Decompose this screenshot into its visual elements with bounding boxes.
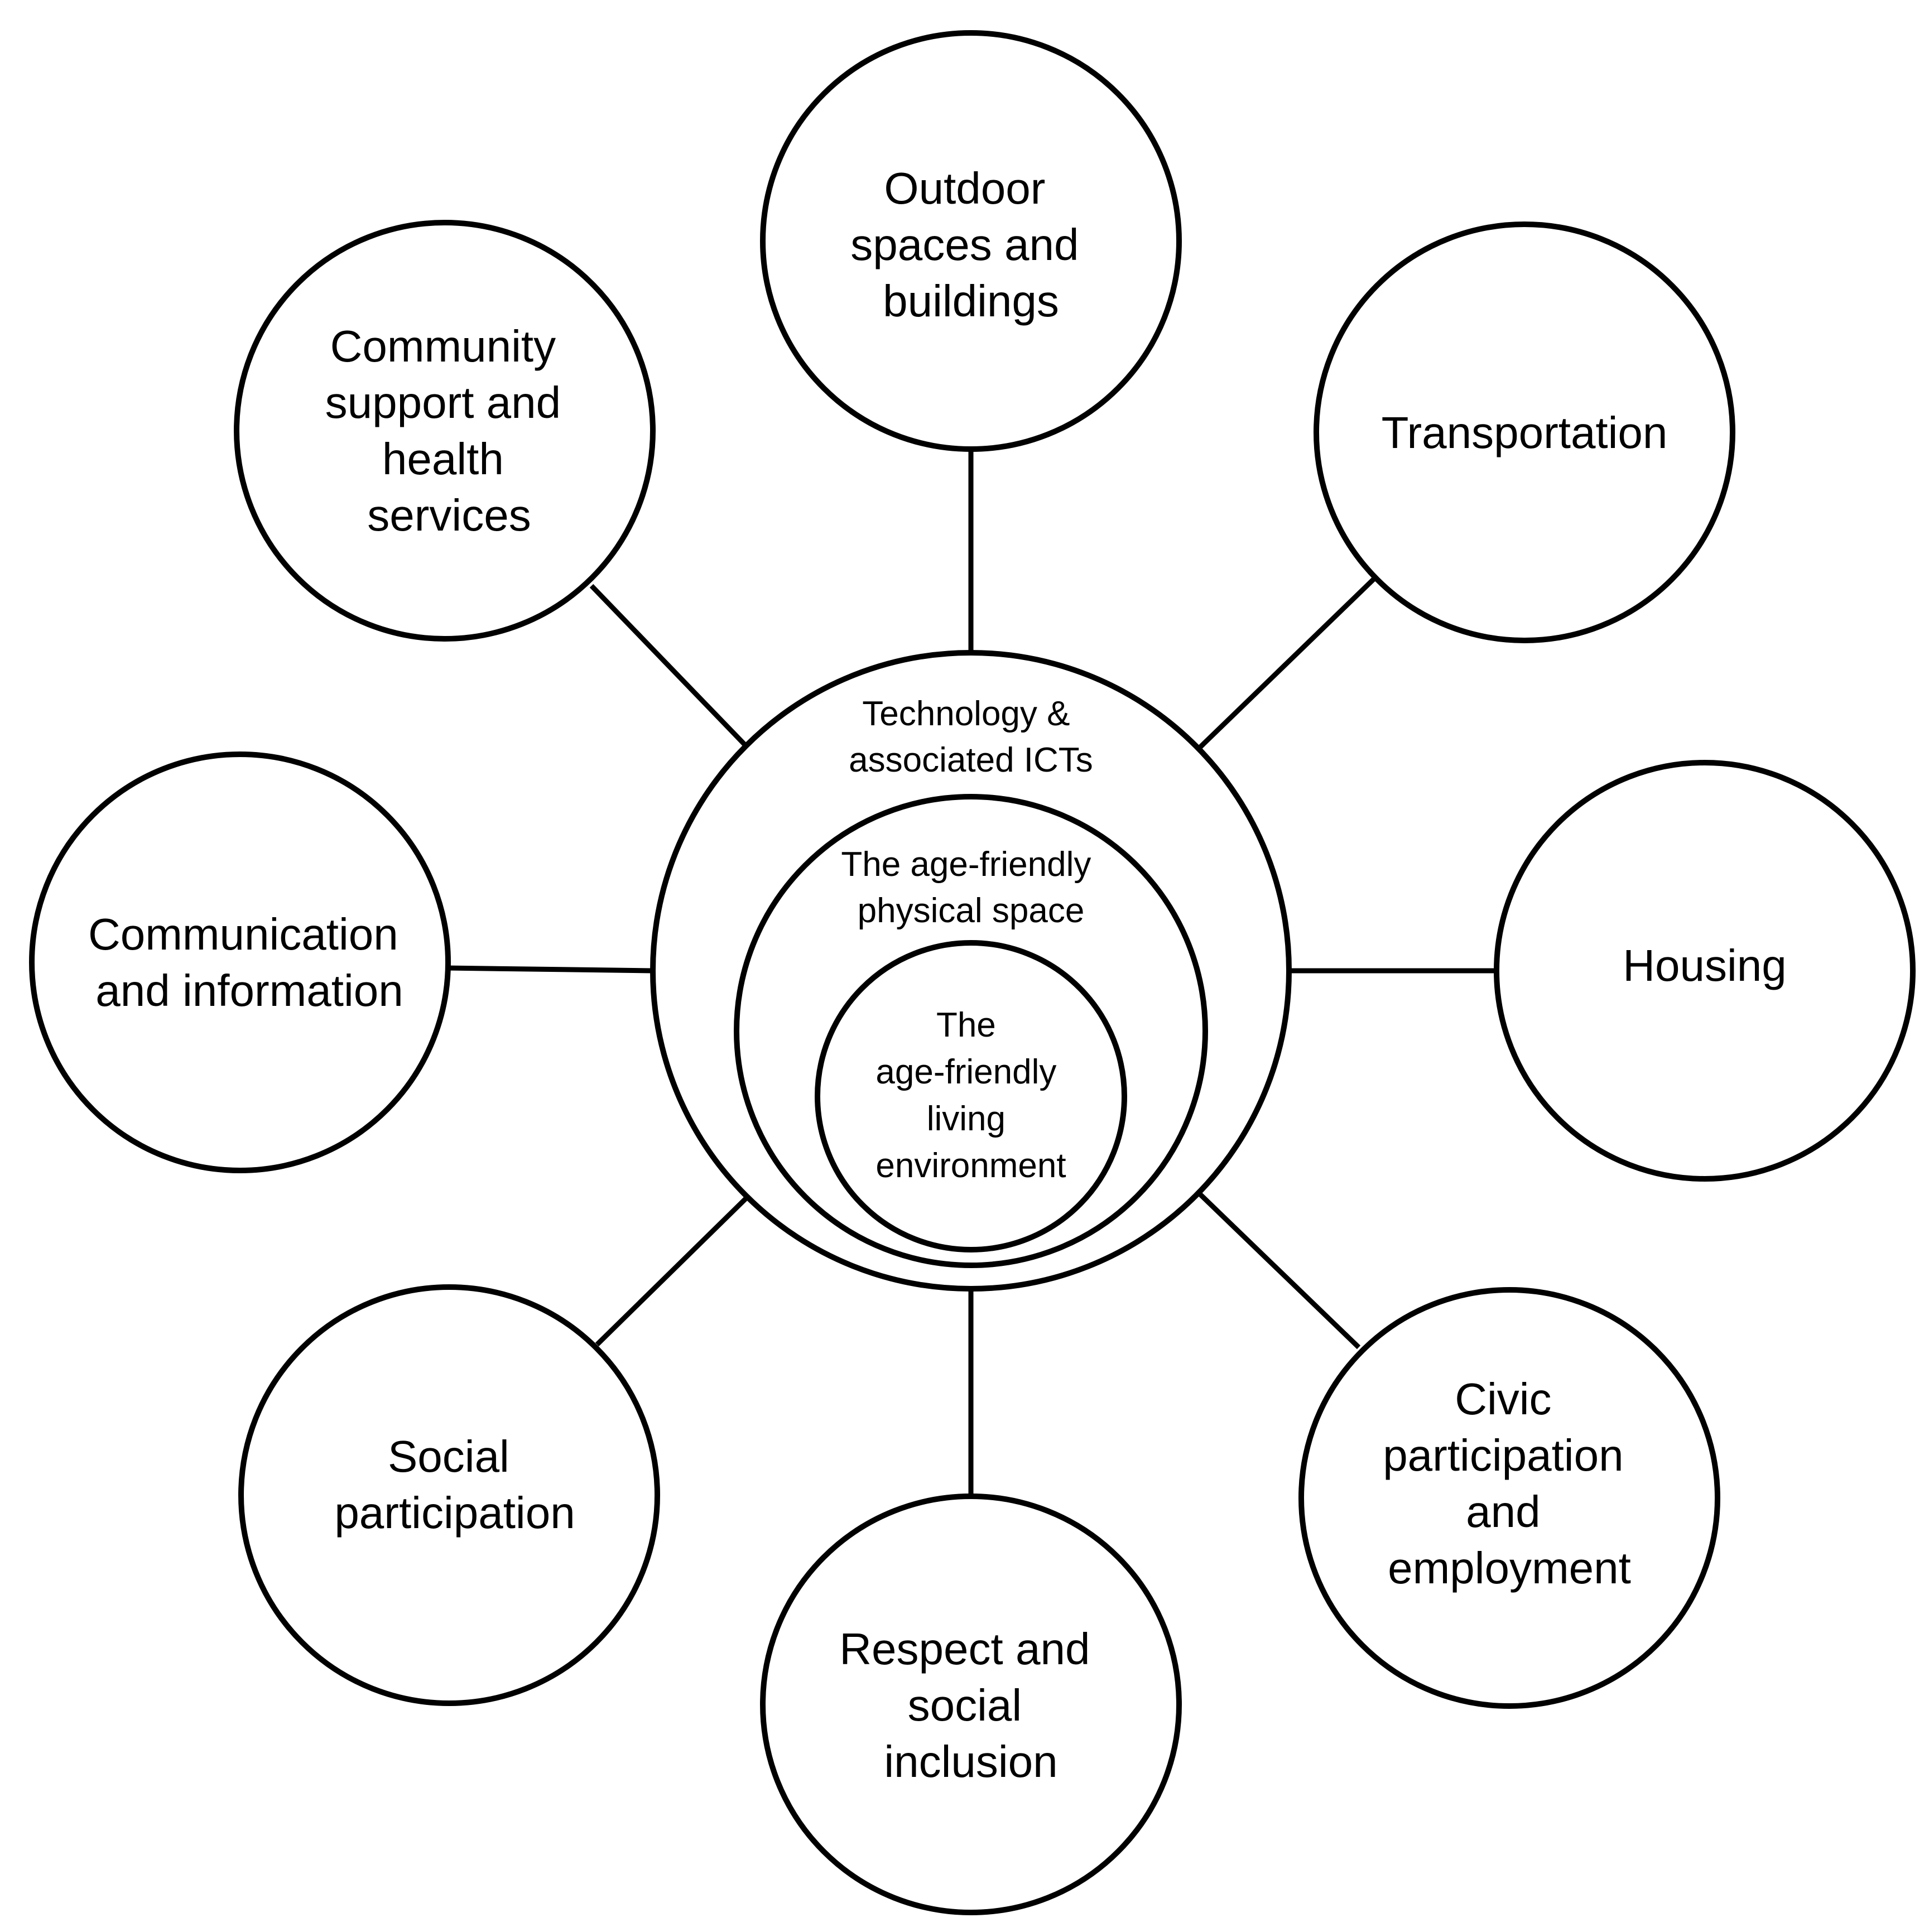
node-label-line: and	[1466, 1487, 1540, 1536]
node-label-line: Respect and	[839, 1624, 1090, 1674]
node-label-line: Community	[330, 321, 556, 371]
node-label-line: Civic	[1455, 1374, 1551, 1424]
center-group: Technology & associated ICTs The age-fri…	[650, 650, 1292, 1292]
node-label-line: inclusion	[884, 1737, 1057, 1786]
domain-node-transportation: Transportation	[1314, 221, 1735, 643]
node-label-line: social	[908, 1680, 1022, 1730]
node-label-line: employment	[1388, 1543, 1631, 1593]
node-label-line: services	[367, 490, 531, 540]
node-label-line: support and	[325, 378, 561, 427]
center-inner-label-line: environment	[875, 1146, 1066, 1185]
node-label: Communication and information	[88, 909, 411, 1015]
connector-transportation	[1197, 575, 1378, 750]
center-inner-label-line: age-friendly	[875, 1053, 1056, 1091]
node-circle	[760, 30, 1182, 452]
center-middle-label-line: physical space	[858, 892, 1085, 930]
node-label: Respect and social inclusion	[839, 1624, 1102, 1786]
node-label-line: Housing	[1623, 941, 1787, 990]
center-inner-circle	[815, 940, 1127, 1252]
node-label-line: participation	[1383, 1430, 1623, 1480]
node-label: Outdoor spaces and buildings	[850, 163, 1091, 326]
connector-social	[595, 1194, 750, 1347]
node-label-line: Outdoor	[884, 163, 1045, 213]
domain-node-housing: Housing	[1494, 760, 1916, 1182]
center-outer-label-line: Technology &	[862, 695, 1070, 733]
node-label-line: and information	[95, 966, 403, 1015]
domain-node-respect: Respect and social inclusion	[760, 1493, 1182, 1915]
connectors	[446, 449, 1495, 1495]
node-label-line: Social	[388, 1432, 509, 1481]
node-circle	[234, 220, 656, 642]
connector-communication	[446, 965, 653, 974]
node-circle	[29, 751, 451, 1173]
node-label-line: health	[382, 434, 504, 484]
center-outer-label: Technology & associated ICTs	[849, 695, 1093, 779]
center-middle-label: The age-friendly physical space	[841, 845, 1100, 930]
domain-node-communication: Communication and information	[29, 751, 451, 1173]
node-label: Community support and health services	[325, 321, 574, 540]
center-inner-label-line: living	[927, 1100, 1006, 1138]
node-label-line: Transportation	[1382, 408, 1668, 457]
node-circle	[1314, 221, 1735, 643]
node-circle	[238, 1284, 660, 1706]
node-label-line: participation	[334, 1488, 575, 1538]
node-circle	[1494, 760, 1916, 1182]
node-label: Housing	[1623, 941, 1787, 990]
center-middle-label-line: The age-friendly	[841, 845, 1091, 884]
connector-civic	[1197, 1192, 1361, 1350]
center-outer-label-line: associated ICTs	[849, 741, 1093, 779]
domain-node-community: Community support and health services	[234, 220, 656, 642]
center-inner-label-line: The	[936, 1006, 996, 1044]
center-inner-label: The age-friendly living environment	[875, 1006, 1066, 1185]
node-circle	[1298, 1287, 1720, 1709]
domain-node-civic: Civic participation and employment	[1298, 1287, 1720, 1709]
node-label: Social participation	[334, 1432, 575, 1538]
node-label: Transportation	[1382, 408, 1668, 457]
node-circle	[760, 1493, 1182, 1915]
domain-node-outdoor: Outdoor spaces and buildings	[760, 30, 1182, 452]
domain-node-social: Social participation	[238, 1284, 660, 1706]
connector-community	[589, 584, 747, 747]
node-label: Civic participation and employment	[1383, 1374, 1636, 1593]
node-label-line: spaces and	[850, 220, 1079, 269]
node-label-line: Communication	[88, 909, 398, 959]
node-label-line: buildings	[883, 276, 1059, 326]
